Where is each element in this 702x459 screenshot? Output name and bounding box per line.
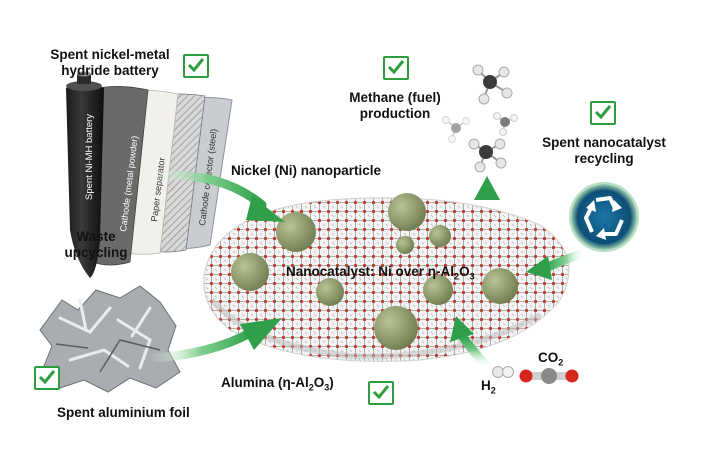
h2-label: H2 (481, 378, 496, 399)
check-icon-foil (34, 366, 60, 390)
arrow-battery-to-nickel (145, 170, 285, 222)
methane-molecule (493, 112, 518, 136)
co2-text: CO (538, 350, 559, 365)
waste-line2: upcycling (64, 245, 128, 260)
h2-text: H (481, 378, 491, 393)
ni-particle (396, 236, 414, 254)
ni-particle (231, 253, 269, 291)
arrow-foil-to-alumina (145, 318, 282, 363)
recycle-line2: recycling (574, 151, 634, 166)
check-icon-alumina (368, 381, 394, 405)
arrow-to-methane (474, 176, 500, 243)
nanocatalyst-sub2: 3 (469, 271, 475, 282)
foil-label: Spent aluminium foil (57, 405, 190, 420)
alumina-text: Alumina (η-Al (221, 375, 309, 390)
battery-can-label: Spent Ni-MH battery (84, 114, 95, 200)
battery-title: Spent nickel-metal hydride battery (40, 47, 180, 79)
h2-sub: 2 (490, 385, 496, 396)
battery-illustration (66, 71, 233, 278)
methane-molecule (472, 64, 513, 105)
check-icon-methane (383, 56, 409, 80)
alumina-label: Alumina (η-Al2O3) (221, 375, 334, 396)
methane-line2: production (359, 106, 431, 121)
ni-particle (316, 278, 344, 306)
check-icon-recycle (590, 101, 616, 125)
co2-sub: 2 (558, 357, 564, 368)
battery-title-line1: Spent nickel-metal (50, 47, 170, 62)
waste-line1: Waste (76, 229, 116, 244)
aluminium-foil-illustration (39, 285, 181, 393)
nickel-nanoparticles (231, 193, 518, 350)
ni-particle (423, 275, 453, 305)
methane-line1: Methane (fuel) (349, 90, 441, 105)
alumina-oxygen: O (313, 375, 325, 390)
recycle-line1: Spent nanocatalyst (542, 135, 666, 150)
waste-upcycling-label: Waste upcycling (56, 229, 136, 261)
methane-molecule (442, 116, 470, 143)
alumina-sub1: 2 (308, 382, 314, 393)
methane-label: Methane (fuel) production (340, 90, 450, 122)
alumina-sub2: 3 (324, 382, 330, 393)
nanocatalyst-sub1: 2 (454, 271, 460, 282)
nickel-label: Nickel (Ni) nanoparticle (231, 163, 382, 178)
co2-label: CO2 (538, 350, 563, 371)
ni-particle (388, 193, 426, 231)
methane-molecule (468, 138, 507, 173)
nanocatalyst-oxygen: O (459, 264, 470, 279)
battery-title-line2: hydride battery (61, 63, 159, 78)
alumina-suffix: ) (329, 375, 334, 390)
arrow-gas-input (450, 316, 493, 373)
recycle-icon (569, 182, 639, 252)
nanocatalyst-label: Nanocatalyst: Ni over η-Al2O3 (286, 264, 475, 285)
arrow-recycle-to-catalyst (526, 247, 590, 280)
ni-particle (429, 225, 451, 247)
ni-particle (276, 212, 316, 252)
nanocatalyst-text: Nanocatalyst: Ni over η-Al (286, 264, 455, 279)
h2-molecule (492, 366, 514, 378)
ni-particle (374, 306, 418, 350)
check-icon-battery (183, 54, 209, 78)
recycle-label: Spent nanocatalyst recycling (534, 135, 674, 167)
co2-molecule (519, 368, 579, 384)
ni-particle (482, 268, 518, 304)
